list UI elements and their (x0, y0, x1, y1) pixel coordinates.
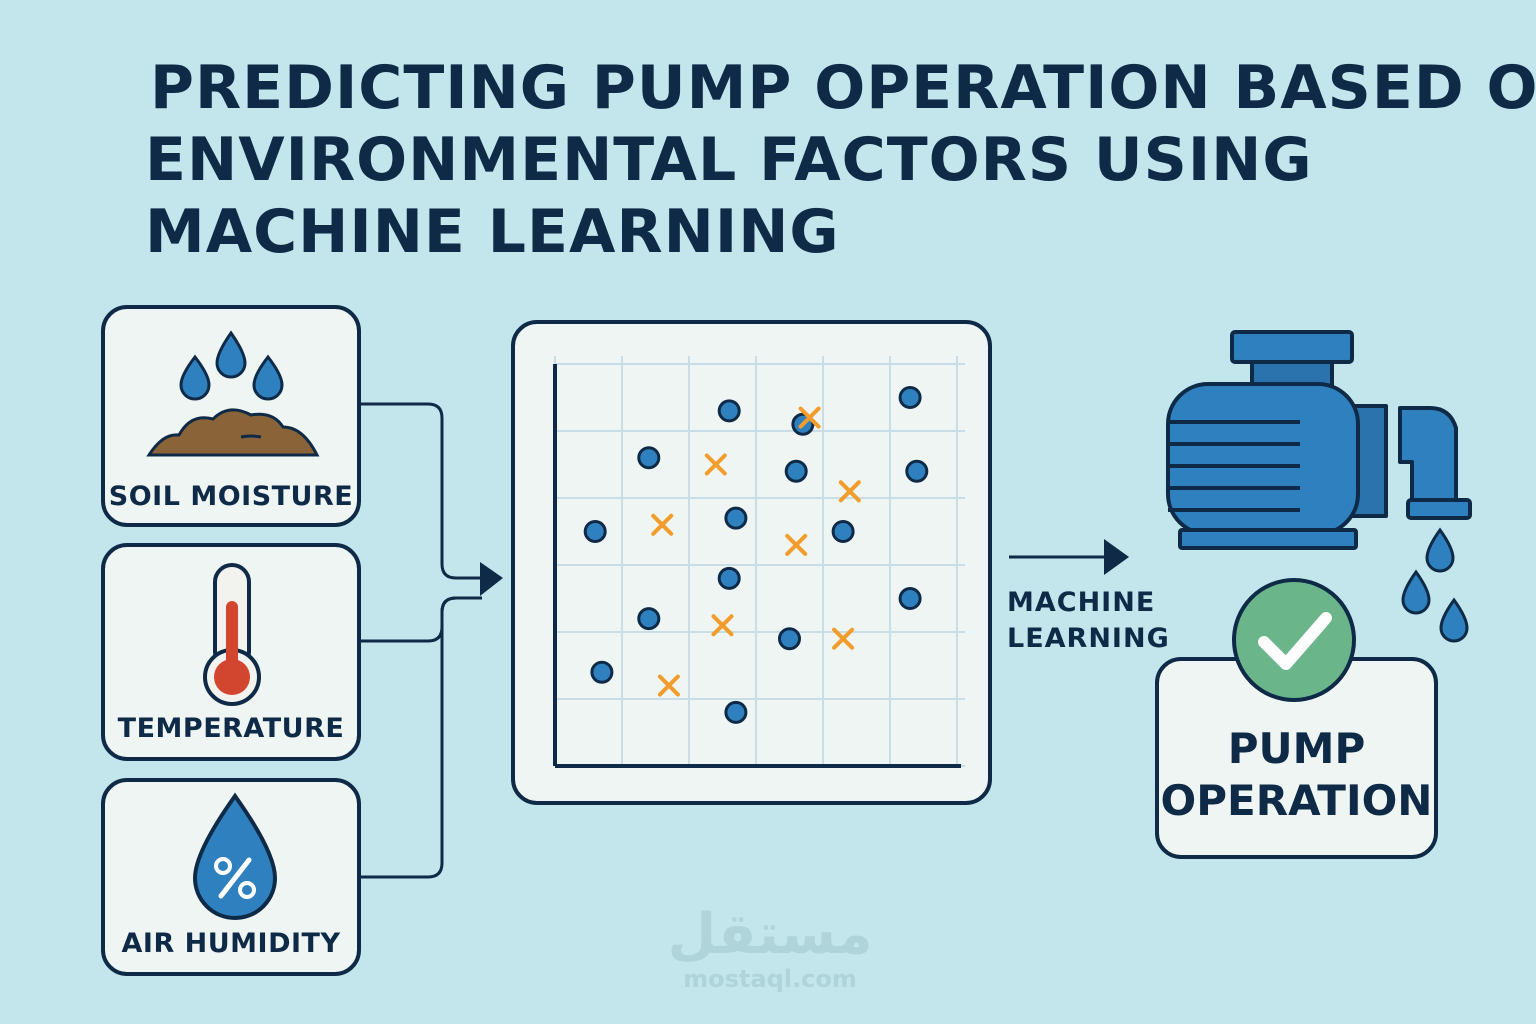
data-point-cross (704, 453, 727, 476)
data-point-circle (637, 446, 661, 470)
title-line-3: MACHINE LEARNING (145, 197, 840, 267)
machine-learning-label: MACHINE LEARNING (1007, 585, 1170, 657)
data-point-circle (898, 587, 922, 610)
connector-humidity (361, 596, 457, 879)
connector-temperature (361, 596, 482, 643)
check-icon (1232, 578, 1356, 702)
data-point-circle (784, 459, 808, 483)
humidity-drop-icon (192, 792, 278, 920)
data-point-circle (717, 399, 741, 423)
ml-label-line-1: MACHINE (1007, 587, 1156, 618)
ml-label-line-2: LEARNING (1007, 623, 1170, 654)
data-point-circle (717, 566, 741, 590)
connector-soil (361, 402, 482, 580)
data-point-circle (590, 660, 614, 684)
scatter-plot-card (511, 320, 992, 805)
data-point-cross (711, 614, 734, 637)
watermark-arabic: مستقل (667, 902, 873, 967)
arrow-to-pump-icon (1104, 539, 1129, 575)
data-point-cross (798, 406, 821, 429)
title-line-2: ENVIRONMENTAL FACTORS USING (145, 125, 1313, 195)
data-point-circle (778, 627, 801, 651)
watermark-latin: mostaql.com (683, 965, 857, 993)
title-line-1: PREDICTING PUMP OPERATION BASED ON (150, 53, 1536, 123)
soil-moisture-icon (146, 330, 320, 457)
water-pump-icon (1166, 330, 1472, 643)
data-point-circle (637, 607, 661, 631)
data-point-cross (657, 674, 680, 697)
input-card-temperature: TEMPERATURE (101, 543, 361, 761)
data-point-circle (583, 520, 607, 543)
arrow-to-model-icon (480, 562, 503, 596)
page-title: PREDICTING PUMP OPERATION BASED ON ENVIR… (145, 52, 1536, 268)
data-point-cross (785, 533, 808, 556)
data-point-circle (905, 459, 929, 483)
pump-operation-line-2: OPERATION (1160, 776, 1433, 825)
data-point-cross (832, 627, 855, 650)
data-point-circle (898, 386, 922, 409)
soil-moisture-label: SOIL MOISTURE (108, 481, 354, 512)
data-point-circle (724, 700, 748, 724)
scatter-plot (553, 356, 965, 768)
watermark: مستقل mostaql.com (660, 902, 880, 994)
temperature-label: TEMPERATURE (117, 713, 345, 744)
input-card-air-humidity: AIR HUMIDITY (101, 778, 361, 976)
data-point-cross (838, 480, 861, 503)
data-point-circle (724, 506, 748, 530)
pump-operation-label: PUMP OPERATION (1159, 723, 1434, 827)
pump-operation-card: PUMP OPERATION (1155, 657, 1438, 859)
data-point-circle (831, 520, 855, 543)
data-point-cross (651, 513, 674, 536)
air-humidity-label: AIR HUMIDITY (121, 928, 341, 959)
thermometer-icon (203, 563, 261, 706)
pump-operation-line-1: PUMP (1227, 724, 1366, 773)
input-card-soil-moisture: SOIL MOISTURE (101, 305, 361, 527)
